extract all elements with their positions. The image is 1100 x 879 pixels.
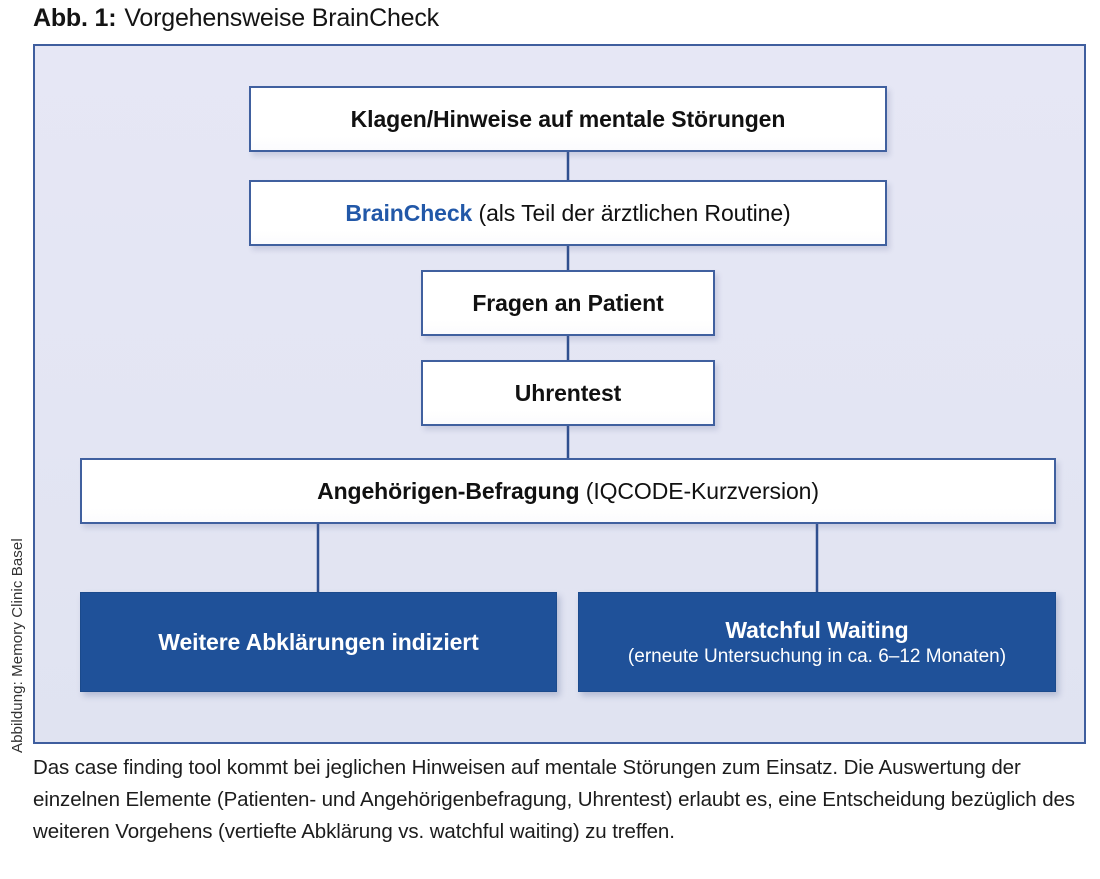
figure-caption: Das case finding tool kommt bei jegliche… xyxy=(33,756,1075,843)
angehoerige-bold-text: Angehörigen-Befragung xyxy=(317,477,580,504)
figure-label: Abb. 1: xyxy=(33,3,117,32)
braincheck-suffix-text: (als Teil der ärztlichen Routine) xyxy=(472,199,791,226)
figure-credit: Abbildung: Memory Clinic Basel xyxy=(9,538,26,753)
figure-title: Vorgehensweise BrainCheck xyxy=(124,3,439,32)
node-weitere-abklaerungen[interactable]: Weitere Abklärungen indiziert xyxy=(80,592,557,692)
node-klagen-hinweise[interactable]: Klagen/Hinweise auf mentale Störungen xyxy=(249,86,887,152)
node-watchful-sublabel: (erneute Untersuchung in ca. 6–12 Monate… xyxy=(627,645,1007,667)
node-angehoerigen-befragung[interactable]: Angehörigen-Befragung (IQCODE-Kurzversio… xyxy=(80,458,1056,524)
node-braincheck[interactable]: BrainCheck (als Teil der ärztlichen Rout… xyxy=(249,180,887,246)
node-watchful-waiting[interactable]: Watchful Waiting (erneute Untersuchung i… xyxy=(578,592,1056,692)
node-uhrentest[interactable]: Uhrentest xyxy=(421,360,715,426)
node-fragen-an-patient[interactable]: Fragen an Patient xyxy=(421,270,715,336)
node-angehoerige-label: Angehörigen-Befragung (IQCODE-Kurzversio… xyxy=(317,478,819,505)
node-klagen-label: Klagen/Hinweise auf mentale Störungen xyxy=(350,105,786,132)
node-uhrentest-label: Uhrentest xyxy=(514,379,622,406)
node-braincheck-label: BrainCheck (als Teil der ärztlichen Rout… xyxy=(345,200,790,227)
node-fragen-label: Fragen an Patient xyxy=(472,289,664,316)
node-watchful-label: Watchful Waiting xyxy=(725,616,909,643)
diagram-panel: Klagen/Hinweise auf mentale Störungen Br… xyxy=(33,44,1086,744)
angehoerige-suffix-text: (IQCODE-Kurzversion) xyxy=(579,477,819,504)
figure-heading: Abb. 1: Vorgehensweise BrainCheck xyxy=(33,0,1073,36)
braincheck-brand-text: BrainCheck xyxy=(345,199,473,226)
node-weitere-label: Weitere Abklärungen indiziert xyxy=(158,628,479,655)
